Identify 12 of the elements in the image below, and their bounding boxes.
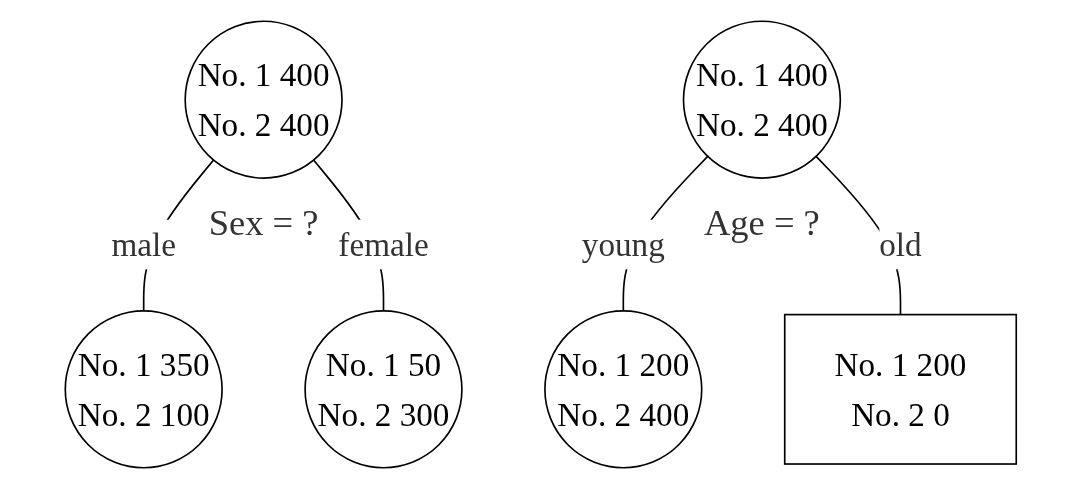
edge-label: young xyxy=(582,226,666,263)
node-circle: No. 1 400 No. 2 400 xyxy=(682,20,842,179)
node-circle: No. 1 200 No. 2 400 xyxy=(544,310,703,469)
edge-label: male xyxy=(111,226,177,263)
node-circle: No. 1 350 No. 2 100 xyxy=(64,310,224,469)
node-box: No. 1 200 No. 2 0 xyxy=(784,313,1018,465)
edge-label: female xyxy=(338,226,429,263)
node-circle: No. 1 400 No. 2 400 xyxy=(184,20,344,179)
node-circle: No. 1 50 No. 2 300 xyxy=(304,310,463,469)
split-question: Sex = ? xyxy=(208,201,319,243)
edge-label: old xyxy=(879,226,922,263)
split-question: Age = ? xyxy=(704,201,821,243)
